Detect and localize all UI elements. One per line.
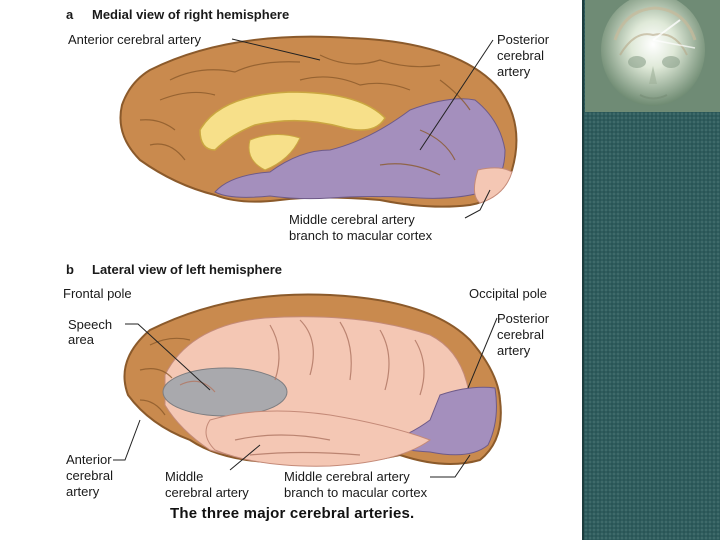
label-speech-area-line1: Speech [68,317,113,332]
label-posterior-cerebral-artery-b-line1: Posterior [497,311,550,326]
label-mca-macular-a-line1: Middle cerebral artery [289,212,415,227]
label-posterior-cerebral-artery-a-line3: artery [497,64,531,79]
label-anterior-cerebral-artery-b-line3: artery [66,484,100,499]
label-speech-area-line2: area [68,332,95,347]
panel-b-title: b Lateral view of left hemisphere [66,262,282,277]
label-middle-cerebral-artery-line2: cerebral artery [165,485,249,500]
medial-brain-drawing [119,35,518,208]
label-posterior-cerebral-artery-b-line2: cerebral [497,327,544,342]
label-frontal-pole: Frontal pole [63,286,132,301]
label-middle-cerebral-artery-line1: Middle [165,469,204,484]
label-mca-macular-a-line2: branch to macular cortex [289,228,433,243]
label-mca-macular-b-line2: branch to macular cortex [284,485,428,500]
label-occipital-pole: Occipital pole [469,286,548,301]
lateral-brain-drawing [123,293,502,467]
figure-caption: The three major cerebral arteries. [170,505,415,522]
label-anterior-cerebral-artery-a: Anterior cerebral artery [68,32,201,47]
panel-b-title-text: Lateral view of left hemisphere [92,262,283,277]
panel-a-letter: a [66,7,74,22]
panel-a-title-text: Medial view of right hemisphere [92,7,290,22]
cerebral-arteries-figure [113,35,518,478]
panel-a-title: a Medial view of right hemisphere [66,7,289,22]
label-anterior-cerebral-artery-b-line2: cerebral [66,468,113,483]
label-posterior-cerebral-artery-b-line3: artery [497,343,531,358]
panel-b-letter: b [66,262,74,277]
label-mca-macular-b-line1: Middle cerebral artery [284,469,410,484]
label-anterior-cerebral-artery-b-line1: Anterior [66,452,112,467]
label-posterior-cerebral-artery-a-line2: cerebral [497,48,544,63]
head-illustration-image [585,0,720,112]
label-posterior-cerebral-artery-a-line1: Posterior [497,32,550,47]
